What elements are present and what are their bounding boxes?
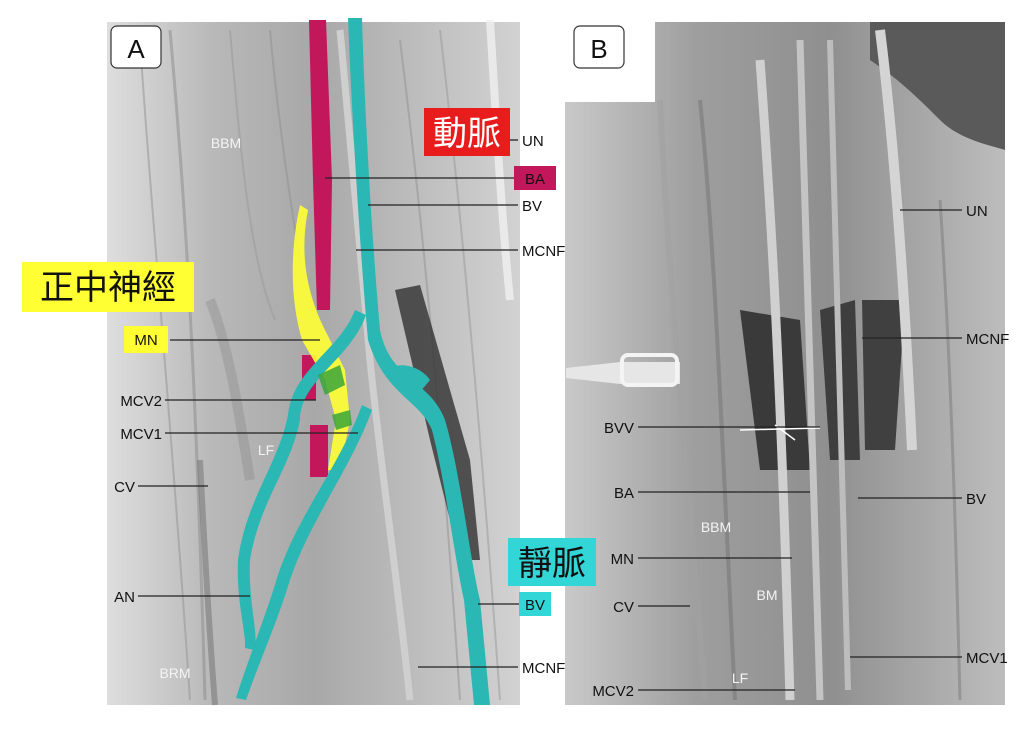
- label-a-mcv2: MCV2: [120, 393, 162, 410]
- label-a-mcv1: MCV1: [120, 426, 162, 443]
- label-b-bvv: BVV: [604, 420, 634, 437]
- median-nerve-caption-box: [22, 262, 194, 312]
- panel-b-photo: [565, 22, 1005, 705]
- label-a-cv: CV: [114, 479, 135, 496]
- label-a-un: UN: [522, 133, 544, 150]
- label-a-ba: BA: [525, 171, 545, 188]
- vein-caption-box: [508, 538, 596, 586]
- panel-b-letter: B: [590, 34, 607, 64]
- label-b-mn: MN: [611, 551, 634, 568]
- panel-a-tissue-bbm: BBM: [211, 135, 241, 151]
- panel-b-annotations: B BBM BM LF UN MCNF BV MCV1 BVV BA MN CV…: [573, 25, 1009, 700]
- label-a-bv2: BV: [525, 597, 545, 614]
- panel-a-letter: A: [127, 34, 145, 64]
- label-a-mn: MN: [134, 332, 157, 349]
- artery-caption-box: [424, 108, 510, 156]
- median-nerve-caption: 正中神經: [40, 268, 176, 308]
- label-b-un: UN: [966, 203, 988, 220]
- label-a-ba-box: [514, 166, 556, 190]
- artery-caption: 動脈: [433, 114, 501, 154]
- label-b-ba: BA: [614, 485, 634, 502]
- panel-a-annotations: A BBM LF BRM UN BA BV MCNF BV MCNF MN MC…: [110, 25, 565, 681]
- label-a-mn-box: [124, 326, 168, 353]
- label-a-mcnf2: MCNF: [522, 660, 565, 677]
- label-b-mcnf: MCNF: [966, 331, 1009, 348]
- panel-a-tissue-brm: BRM: [159, 665, 190, 681]
- label-b-mcv2: MCV2: [592, 683, 634, 700]
- panel-b-tissue-bm: BM: [757, 587, 778, 603]
- label-b-mcv1: MCV1: [966, 650, 1008, 667]
- vein-caption: 靜脈: [518, 544, 586, 584]
- label-a-mcnf: MCNF: [522, 243, 565, 260]
- label-a-an: AN: [114, 589, 135, 606]
- label-a-bv: BV: [522, 198, 542, 215]
- panel-b-tissue-lf: LF: [732, 670, 748, 686]
- panel-a-letter-box: [110, 25, 162, 69]
- panel-b-tissue-bbm: BBM: [701, 519, 731, 535]
- panel-a-tissue-lf: LF: [258, 442, 274, 458]
- label-a-bv2-box: [519, 592, 551, 616]
- label-b-bv: BV: [966, 491, 986, 508]
- label-b-cv: CV: [613, 599, 634, 616]
- captions: 動脈 正中神經 靜脈: [22, 108, 596, 586]
- panel-b-letter-box: [573, 25, 625, 69]
